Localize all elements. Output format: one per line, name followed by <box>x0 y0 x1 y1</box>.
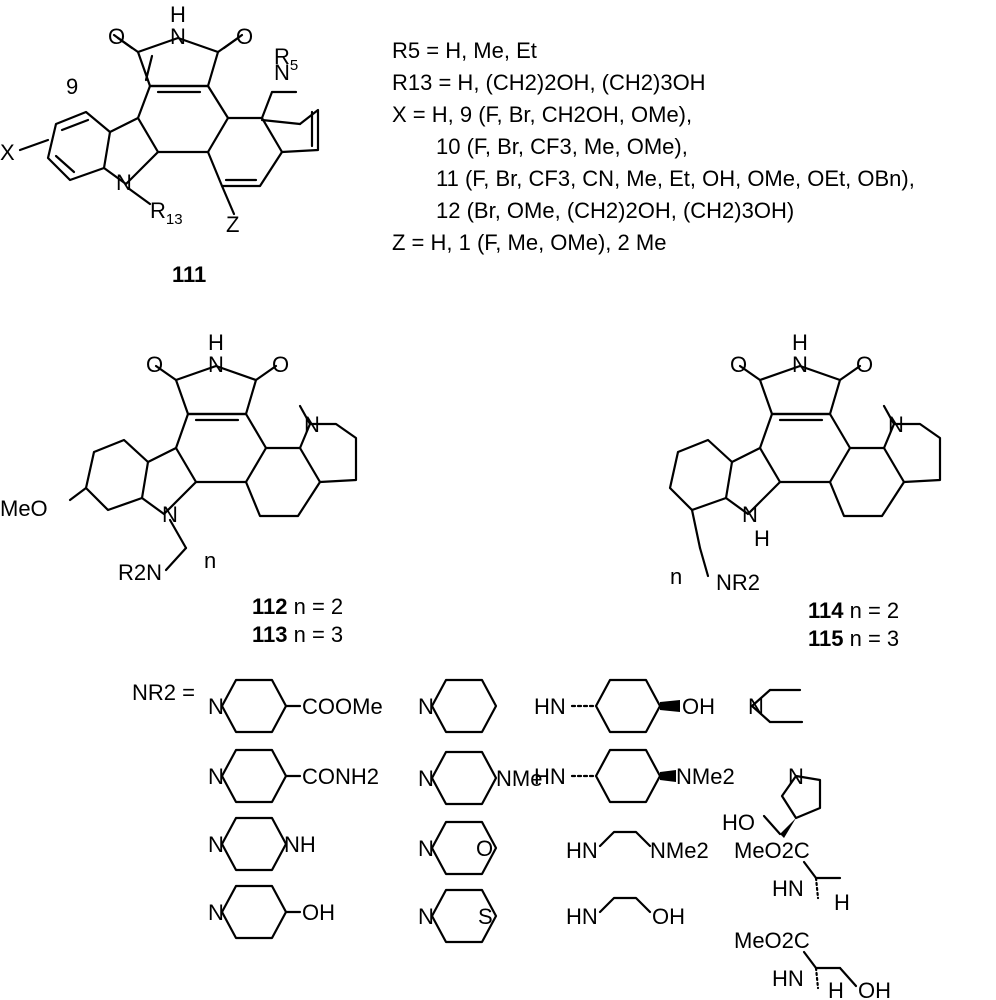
option-oh: OH <box>682 694 715 719</box>
imide-h: H <box>208 330 224 355</box>
option-conh2: CONH2 <box>302 764 379 789</box>
indole-n: N <box>162 502 178 527</box>
methoxy-label: MeO <box>0 496 48 521</box>
option-meo2c: MeO2C <box>734 928 810 953</box>
option-oh-ring: OH <box>302 900 335 925</box>
option-h: H <box>828 978 844 1000</box>
carbonyl-o-right: O <box>856 352 873 377</box>
indole-nh: H <box>754 526 770 551</box>
r5-label: R5 <box>274 44 298 74</box>
ring-hn: HN <box>534 694 566 719</box>
compound-114-115: O O H N N H n NR2 N 114 n = 2 115 n = 3 <box>668 330 942 651</box>
ring-n: N <box>418 766 434 791</box>
ring-n: N <box>208 832 224 857</box>
nr2-label: NR2 <box>716 570 760 595</box>
ring-n: N <box>208 694 224 719</box>
amine-hn: HN <box>566 904 598 929</box>
carbonyl-o-left: O <box>730 352 747 377</box>
compound-111: O O H N 9 X N R13 N R5 Z 111 <box>0 2 320 287</box>
indole-n: N <box>742 502 758 527</box>
indole-n: N <box>116 170 132 195</box>
substituent-line: R13 = H, (CH2)2OH, (CH2)3OH <box>392 70 706 95</box>
option-coome: COOMe <box>302 694 383 719</box>
compound-113-label: 113 n = 3 <box>252 622 343 647</box>
chain-n-label: n <box>204 548 216 573</box>
option-ho: HO <box>722 810 755 835</box>
option-nme: NMe <box>496 766 542 791</box>
x-group: X <box>0 140 15 165</box>
compound-114-label: 114 n = 2 <box>808 598 899 623</box>
option-oh-serine: OH <box>858 978 891 1000</box>
position-9-label: 9 <box>66 74 78 99</box>
pyrrole-n: N <box>274 60 290 85</box>
z-group: Z <box>226 212 239 237</box>
pyrrole-n: N <box>888 412 904 437</box>
imide-h: H <box>170 2 186 27</box>
imide-n: N <box>170 24 186 49</box>
ring-n: N <box>208 900 224 925</box>
carbonyl-o-left: O <box>146 352 163 377</box>
substituent-line: 10 (F, Br, CF3, Me, OMe), <box>436 134 688 159</box>
substituent-line: Z = H, 1 (F, Me, OMe), 2 Me <box>392 230 666 255</box>
nr2-heading: NR2 = <box>132 680 195 705</box>
option-nh: NH <box>284 832 316 857</box>
substituent-line: R5 = H, Me, Et <box>392 38 537 63</box>
ring-hn: HN <box>534 764 566 789</box>
option-hn: HN <box>772 876 804 901</box>
chain-n-label: n <box>670 564 682 589</box>
option-hn: HN <box>772 966 804 991</box>
option-h: H <box>834 890 850 915</box>
compound-111-label: 111 <box>172 262 206 287</box>
option-o: O <box>476 836 493 861</box>
carbonyl-o-left: O <box>108 24 125 49</box>
ring-n: N <box>418 836 434 861</box>
imide-n: N <box>792 352 808 377</box>
carbonyl-o-right: O <box>272 352 289 377</box>
option-nme2: NMe2 <box>676 764 735 789</box>
nr2-options: NR2 = N COOMe N HN OH N N CONH2 N NMe HN <box>132 678 891 1000</box>
compound-112-113: O O H N MeO N R2N n N 112 n = 2 113 n = … <box>0 330 358 647</box>
r2n-label: R2N <box>118 560 162 585</box>
substituent-line: X = H, 9 (F, Br, CH2OH, OMe), <box>392 102 692 127</box>
amine-n: N <box>748 694 764 719</box>
ring-n: N <box>418 904 434 929</box>
substituent-line: 11 (F, Br, CF3, CN, Me, Et, OH, OMe, OEt… <box>436 166 915 191</box>
carbonyl-o-right: O <box>236 24 253 49</box>
r13-label: R13 <box>150 198 183 228</box>
substituent-line: 12 (Br, OMe, (CH2)2OH, (CH2)3OH) <box>436 198 794 223</box>
ring-n: N <box>788 764 804 789</box>
imide-h: H <box>792 330 808 355</box>
compound-112-label: 112 n = 2 <box>252 594 343 619</box>
imide-n: N <box>208 352 224 377</box>
ring-n: N <box>208 764 224 789</box>
ring-n: N <box>418 694 434 719</box>
option-s: S <box>478 904 493 929</box>
pyrrole-n: N <box>304 412 320 437</box>
option-nme2-chain: NMe2 <box>650 838 709 863</box>
compound-115-label: 115 n = 3 <box>808 626 899 651</box>
option-oh-chain: OH <box>652 904 685 929</box>
option-meo2c: MeO2C <box>734 838 810 863</box>
substituent-list: R5 = H, Me, Et R13 = H, (CH2)2OH, (CH2)3… <box>392 38 915 255</box>
amine-hn: HN <box>566 838 598 863</box>
